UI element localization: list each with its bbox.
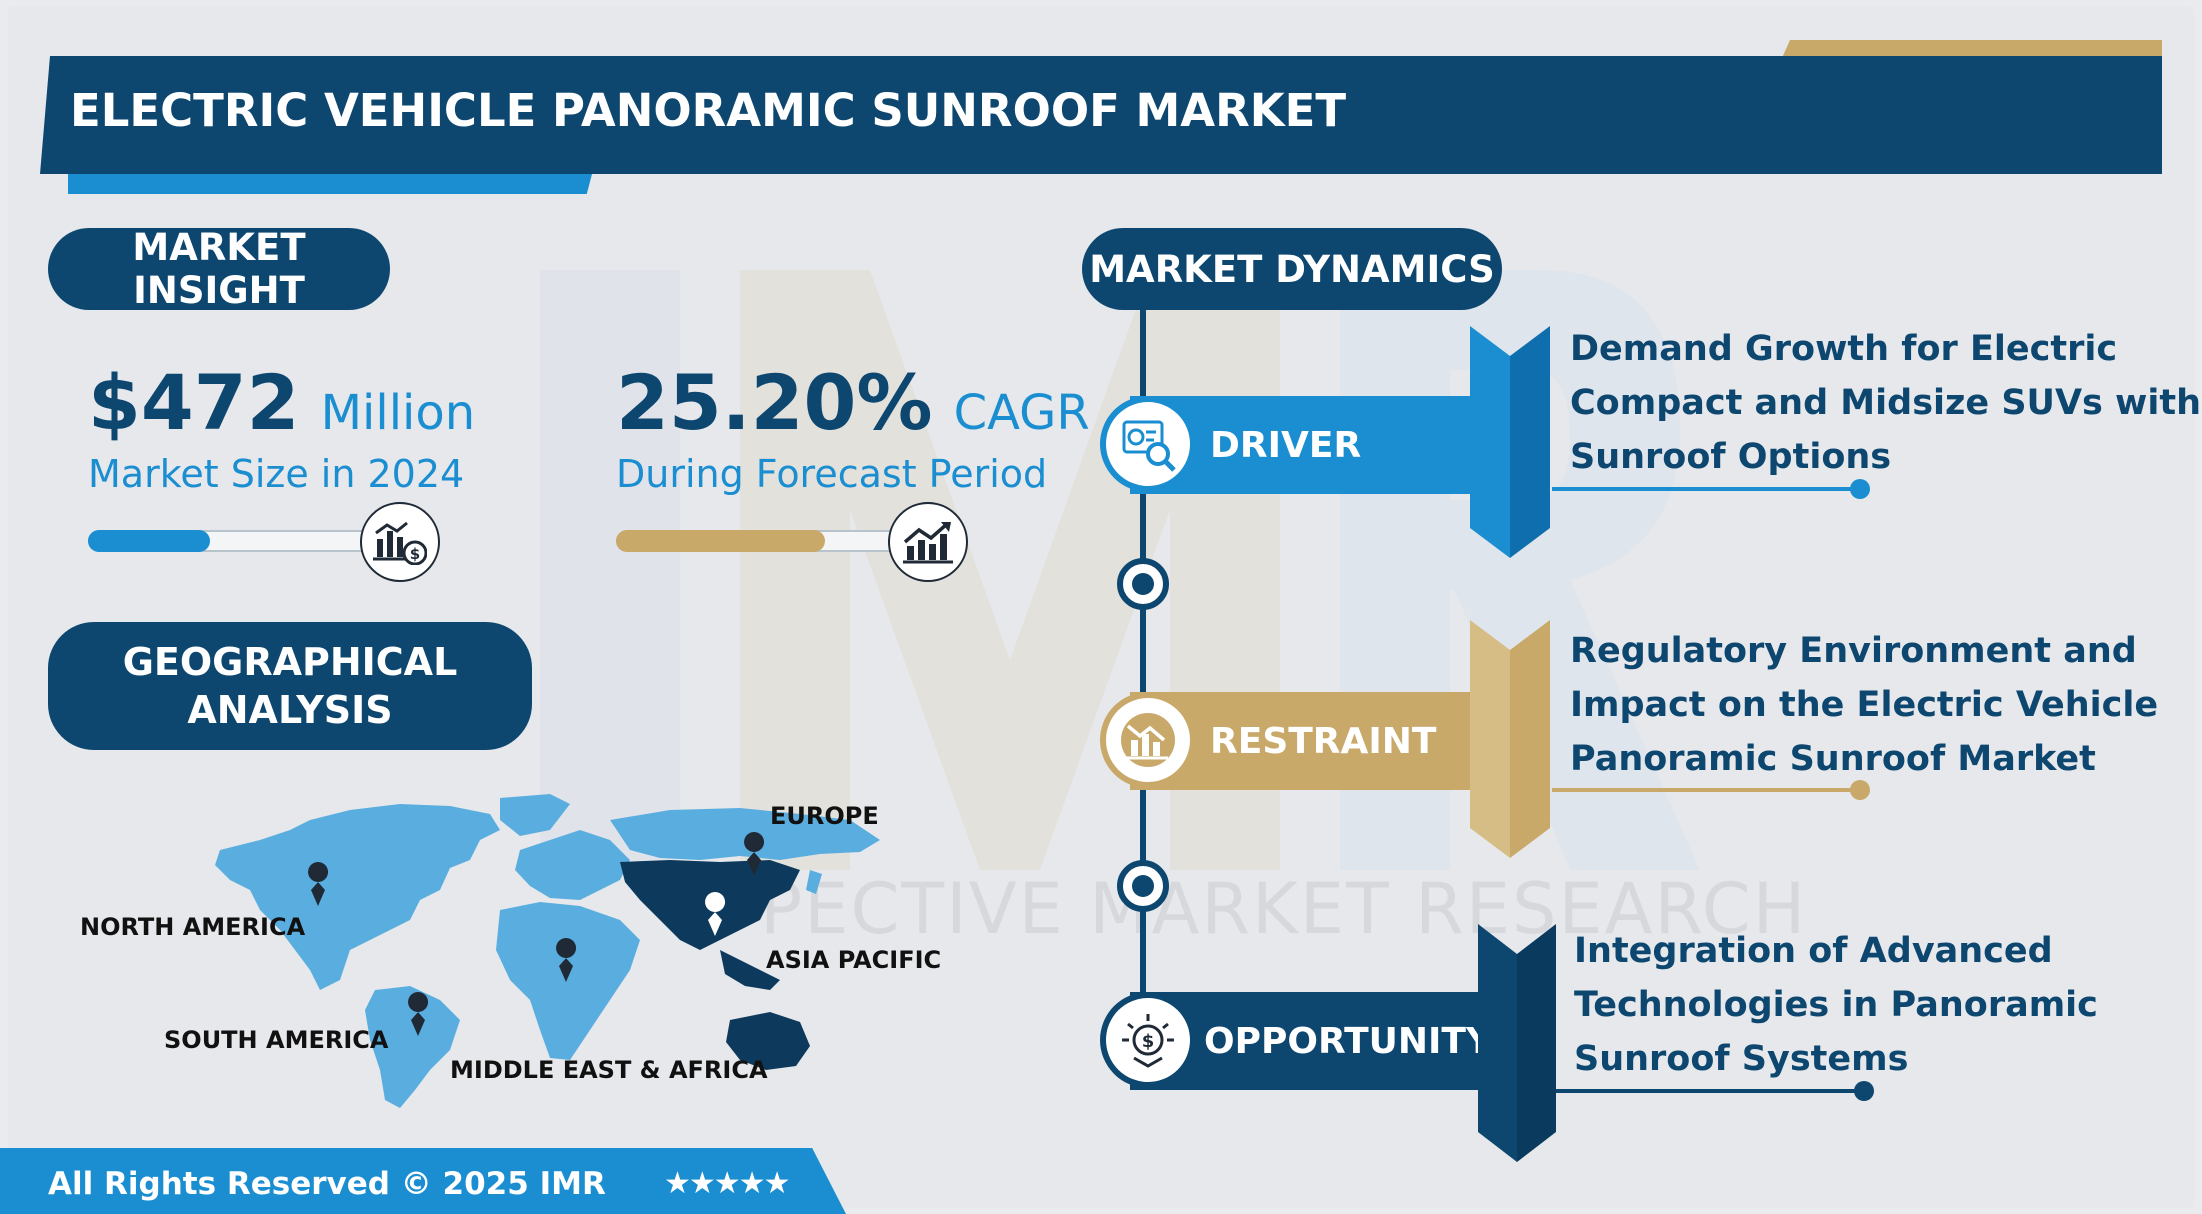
banner-accent-gold xyxy=(1782,40,2162,58)
opportunity-dot xyxy=(1854,1081,1874,1101)
africa-shape xyxy=(496,902,640,1060)
cagr-caption: During Forecast Period xyxy=(616,452,1048,496)
market-dynamics-heading: MARKET DYNAMICS xyxy=(1082,228,1502,310)
watermark-text: PECTIVE MARKET RESEARCH xyxy=(760,868,1808,950)
europe-shape xyxy=(515,830,630,900)
market-size-caption: Market Size in 2024 xyxy=(88,452,465,496)
opportunity-description: Integration of Advanced Technologies in … xyxy=(1574,924,2098,1086)
region-middle-east-africa: MIDDLE EAST & AFRICA xyxy=(450,1056,768,1084)
region-europe: EUROPE xyxy=(770,802,879,830)
restraint-label: RESTRAINT xyxy=(1210,720,1437,762)
market-insight-heading: MARKET INSIGHT xyxy=(48,226,390,312)
geo-heading-line2: ANALYSIS xyxy=(187,688,393,732)
restraint-line1: Regulatory Environment and xyxy=(1570,631,2137,671)
declining-chart-icon xyxy=(1100,692,1196,788)
title-banner xyxy=(40,56,2162,174)
market-size-value: $472 xyxy=(88,358,300,447)
driver-underline xyxy=(1552,487,1858,491)
geo-heading-line1: GEOGRAPHICAL xyxy=(122,640,458,684)
driver-ribbon xyxy=(1470,326,1550,558)
region-north-america: NORTH AMERICA xyxy=(80,913,306,941)
opportunity-line2: Technologies in Panoramic xyxy=(1574,985,2098,1025)
southeast-asia-shape xyxy=(720,950,780,990)
driver-description: Demand Growth for Electric Compact and M… xyxy=(1570,322,2201,484)
footer-rights: All Rights Reserved © 2025 IMR xyxy=(48,1166,606,1202)
region-asia-pacific: ASIA PACIFIC xyxy=(766,946,942,974)
analytics-magnifier-icon xyxy=(1100,396,1196,492)
restraint-line2: Impact on the Electric Vehicle xyxy=(1570,685,2159,725)
banner-accent-blue xyxy=(68,174,592,194)
growth-chart-icon xyxy=(888,502,968,582)
restraint-dot xyxy=(1850,780,1870,800)
chart-money-icon: $ xyxy=(360,502,440,582)
north-asia-shape xyxy=(610,808,880,860)
north-america-shape xyxy=(215,804,500,990)
svg-text:$: $ xyxy=(1142,1031,1155,1052)
driver-label: DRIVER xyxy=(1210,424,1362,466)
map-pin-icon xyxy=(308,832,765,1036)
south-america-shape xyxy=(365,986,460,1108)
driver-line1: Demand Growth for Electric xyxy=(1570,329,2118,369)
page-title: ELECTRIC VEHICLE PANORAMIC SUNROOF MARKE… xyxy=(70,84,1347,137)
driver-dot xyxy=(1850,479,1870,499)
cagr-unit: CAGR xyxy=(953,385,1090,441)
asia-map-pin-icon xyxy=(705,892,726,936)
opportunity-line1: Integration of Advanced xyxy=(1574,931,2053,971)
market-size-block: $472 Million xyxy=(88,358,475,447)
opportunity-tag: OPPORTUNITY xyxy=(1130,992,1492,1090)
cagr-value: 25.20% xyxy=(616,358,933,447)
rating-stars: ★★★★★ xyxy=(664,1166,790,1201)
geographical-analysis-heading: GEOGRAPHICAL ANALYSIS xyxy=(48,622,532,750)
restraint-underline xyxy=(1552,788,1858,792)
market-size-bar-fill xyxy=(88,530,210,552)
timeline-node xyxy=(1117,558,1169,610)
world-map xyxy=(215,794,880,1108)
svg-text:$: $ xyxy=(410,545,420,563)
restraint-ribbon xyxy=(1470,620,1550,858)
timeline-node xyxy=(1117,860,1169,912)
greenland-shape xyxy=(500,794,570,836)
japan-shape xyxy=(806,870,822,894)
driver-line2: Compact and Midsize SUVs with xyxy=(1570,383,2202,423)
restraint-description: Regulatory Environment and Impact on the… xyxy=(1570,624,2158,786)
cagr-bar-fill xyxy=(616,530,825,552)
restraint-line3: Panoramic Sunroof Market xyxy=(1570,739,2096,779)
australia-shape xyxy=(726,1012,810,1070)
market-size-unit: Million xyxy=(320,385,476,441)
opportunity-line3: Sunroof Systems xyxy=(1574,1039,1909,1079)
driver-line3: Sunroof Options xyxy=(1570,437,1892,477)
footer-bar xyxy=(0,1148,846,1214)
region-south-america: SOUTH AMERICA xyxy=(164,1026,389,1054)
opportunity-ribbon xyxy=(1478,924,1556,1162)
opportunity-underline xyxy=(1556,1089,1862,1093)
cagr-block: 25.20% CAGR xyxy=(616,358,1090,447)
idea-dollar-icon: $ xyxy=(1100,992,1196,1088)
opportunity-label: OPPORTUNITY xyxy=(1204,1020,1493,1062)
